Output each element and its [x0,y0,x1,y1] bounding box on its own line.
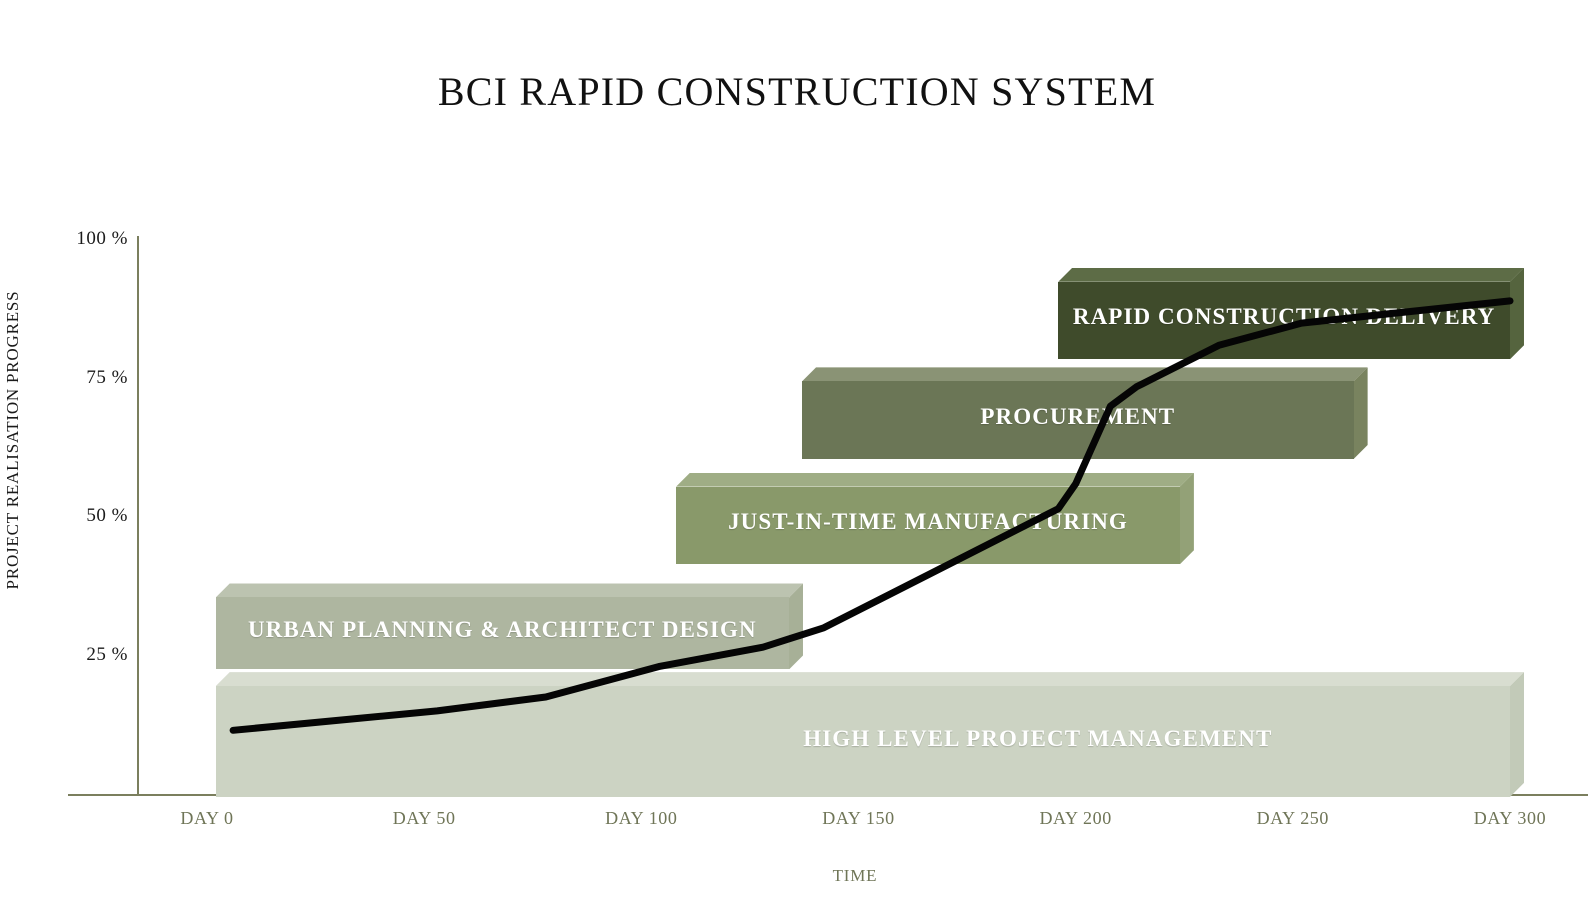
phase-bar-side-face [1179,472,1194,565]
x-tick-label: DAY 50 [392,808,456,828]
phase-bar-top-face [215,583,803,598]
phase-bar-top-face [215,672,1524,687]
x-tick-label: DAY 250 [1256,808,1330,828]
phase-bar[interactable]: HIGH LEVEL PROJECT MANAGEMENT [215,672,1524,797]
phase-bar-front-face [676,486,1180,565]
x-axis-title: TIME [832,866,878,885]
y-axis-ticks: 100 % 75 % 50 % 25 % [0,0,128,900]
y-tick-label: 25 % [86,643,128,665]
phase-bar-front-face [802,381,1354,459]
phase-bar-front-face [1058,281,1510,360]
phase-bar-front-face [215,686,1510,797]
phase-bar-side-face [788,583,803,670]
phase-bar[interactable]: URBAN PLANNING & ARCHITECT DESIGN [215,583,803,670]
phase-bar-front-face [215,597,789,670]
phase-bar-side-face [1509,672,1524,797]
y-tick-label: 75 % [86,366,128,388]
phase-bar[interactable]: RAPID CONSTRUCTION DELIVERY [1058,267,1524,360]
chart-title: BCI RAPID CONSTRUCTION SYSTEM [437,69,1157,114]
phase-bar-side-face [1509,267,1524,360]
x-tick-label: DAY 300 [1473,808,1547,828]
y-axis-title: PROJECT REALISATION PROGRESS [3,290,22,590]
x-tick-label: DAY 200 [1039,808,1112,828]
phase-bar[interactable]: JUST-IN-TIME MANUFACTURING [676,472,1194,565]
x-tick-label: DAY 150 [822,808,895,828]
phase-bar-top-face [1058,267,1524,282]
phase-bar[interactable]: PROCUREMENT [802,367,1368,459]
y-tick-label: 50 % [86,505,128,526]
phase-bar-top-face [802,367,1368,382]
x-tick-label: DAY 100 [605,808,678,828]
phase-bar-side-face [1353,367,1368,459]
y-axis-line [137,236,139,796]
y-tick-label: 100 % [76,228,128,249]
x-tick-label: DAY 0 [180,808,234,828]
phase-bar-top-face [676,472,1194,487]
